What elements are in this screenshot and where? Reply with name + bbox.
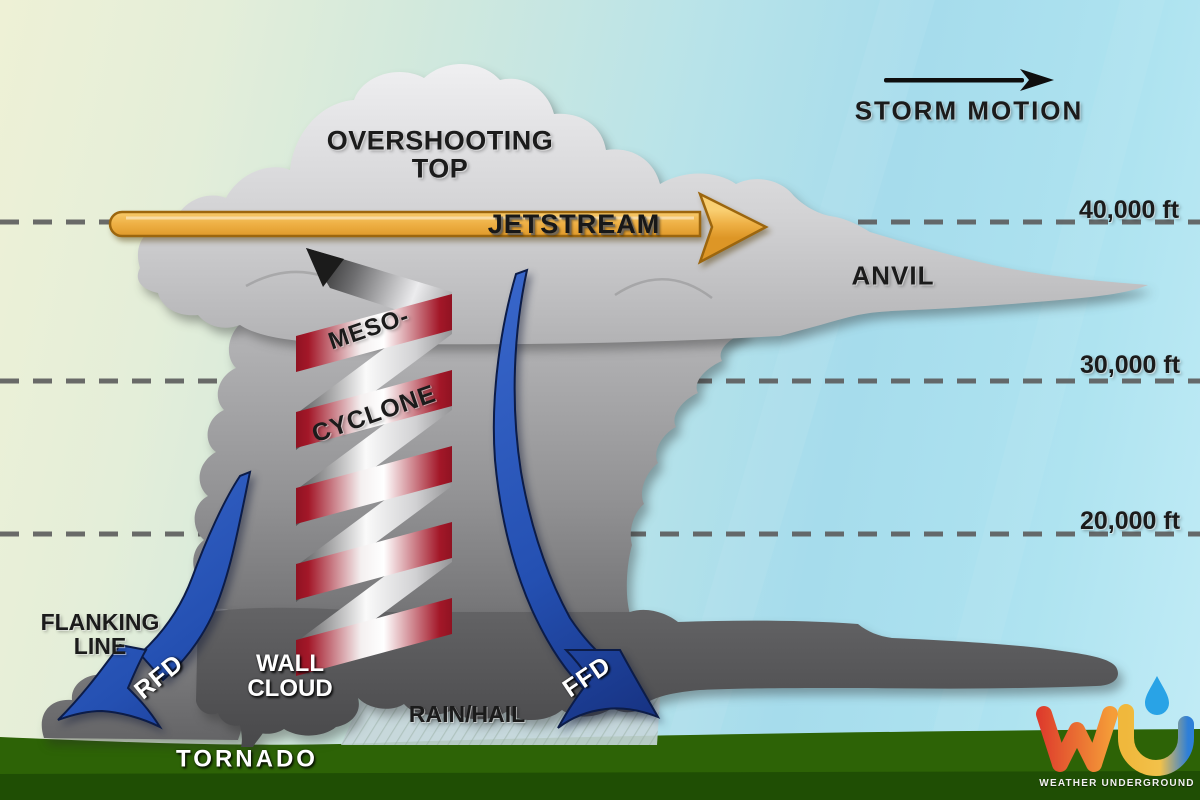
mesocyclone-spiral bbox=[296, 248, 452, 678]
ffd-arrow bbox=[492, 268, 661, 729]
ground bbox=[0, 729, 1200, 800]
wu-logo bbox=[1036, 676, 1194, 776]
anvil-label: ANVIL bbox=[851, 260, 935, 291]
brand-name: WEATHER UNDERGROUND bbox=[1039, 777, 1195, 789]
storm-motion-label: STORM MOTION bbox=[854, 95, 1084, 126]
sky-light-streaks bbox=[650, 0, 1165, 800]
flanking-line-label: FLANKING LINE bbox=[40, 608, 160, 659]
rfd-arrow bbox=[57, 470, 252, 730]
tornado-funnel bbox=[228, 694, 294, 747]
wall-cloud-label: WALL CLOUD bbox=[247, 649, 333, 702]
logo-u-glyph bbox=[1118, 704, 1194, 776]
altitude-label-20000: 20,000 ft bbox=[1079, 506, 1181, 535]
jetstream-label: JETSTREAM bbox=[487, 208, 661, 239]
tornado-label: TORNADO bbox=[176, 745, 318, 773]
raindrop-icon bbox=[1145, 676, 1169, 715]
jetstream-arrow bbox=[108, 191, 769, 265]
overshooting-top-label: OVERSHOOTING TOP bbox=[326, 125, 554, 184]
storm-motion-arrow bbox=[884, 69, 1054, 91]
altitude-label-30000: 30,000 ft bbox=[1079, 350, 1181, 379]
rain-hail-label: RAIN/HAIL bbox=[408, 700, 526, 727]
logo-w-glyph bbox=[1036, 706, 1118, 772]
altitude-label-40000: 40,000 ft bbox=[1078, 195, 1180, 224]
